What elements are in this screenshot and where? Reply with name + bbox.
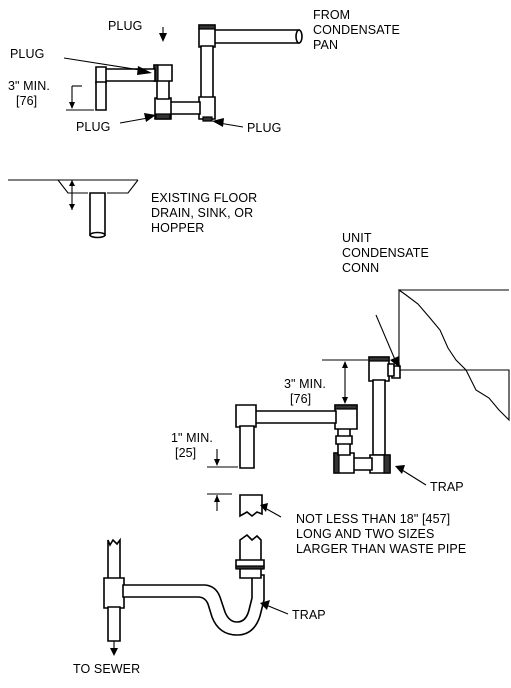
label-from-line3: PAN bbox=[313, 38, 339, 52]
label-not-less-than: NOT LESS THAN 18" [457] LONG AND TWO SIZ… bbox=[296, 512, 466, 557]
left-drop-pipe bbox=[96, 82, 106, 110]
unit-vertical bbox=[373, 380, 385, 455]
drain-left-edge bbox=[58, 180, 88, 193]
drain-dim-arrow-bottom bbox=[69, 204, 75, 210]
trap-bottom-leader bbox=[266, 605, 288, 614]
label-not-less-line1: NOT LESS THAN 18" [457] bbox=[296, 512, 451, 526]
top-plugged-piping bbox=[66, 25, 302, 121]
label-plug-top: PLUG bbox=[108, 19, 143, 33]
min-3-mid-arrow-top bbox=[342, 361, 348, 368]
receiver-pipe-top bbox=[240, 495, 262, 516]
label-from-line2: CONDENSATE bbox=[313, 23, 400, 37]
unit-housing bbox=[376, 290, 509, 420]
vertical-riser bbox=[201, 46, 213, 98]
trap-bottom-arrow bbox=[260, 600, 270, 610]
plug-left-arrow bbox=[137, 66, 152, 75]
label-min-3-mid-line1: 3" MIN. bbox=[284, 377, 326, 391]
bottom-ptrap bbox=[104, 535, 288, 656]
trap-top-plug bbox=[335, 405, 357, 409]
label-min-3-mid-line2: [76] bbox=[290, 392, 312, 406]
unit-nipple bbox=[388, 364, 394, 376]
plug-bottom-left-arrow bbox=[144, 113, 156, 122]
label-to-sewer: TO SEWER bbox=[73, 662, 141, 676]
min-3-mid-arrow-bottom bbox=[342, 397, 348, 404]
receiver-arrow bbox=[260, 503, 268, 512]
bottom-left-plug-cap bbox=[156, 114, 170, 119]
mid-left-elbow bbox=[236, 405, 256, 427]
label-not-less-line3: LARGER THAN WASTE PIPE bbox=[296, 542, 467, 556]
label-existing-floor-drain: EXISTING FLOOR DRAIN, SINK, OR HOPPER bbox=[151, 191, 257, 236]
label-unit-line3: CONN bbox=[342, 261, 380, 275]
label-trap-mid: TRAP bbox=[430, 480, 464, 494]
plug-bottom-right-arrow bbox=[212, 118, 224, 127]
unit-tee-plug bbox=[369, 357, 389, 361]
drain-dim-arrow-top bbox=[69, 180, 75, 186]
label-floor-line3: HOPPER bbox=[151, 221, 205, 235]
plug-arrows bbox=[64, 27, 243, 127]
sewer-tee bbox=[104, 578, 124, 608]
middle-trap-assembly bbox=[207, 357, 426, 485]
label-plug-left: PLUG bbox=[10, 47, 45, 61]
label-min-3-top-line2: [76] bbox=[16, 94, 38, 108]
label-trap-bottom: TRAP bbox=[292, 608, 326, 622]
drain-right-edge bbox=[107, 180, 138, 193]
ptrap-washer bbox=[236, 566, 264, 569]
plug-bottom-left-leader bbox=[120, 118, 148, 123]
trap-left-plug bbox=[334, 453, 339, 473]
trap-right-plug bbox=[384, 455, 390, 473]
plug-left-leader bbox=[64, 58, 140, 70]
receiver-leader bbox=[265, 508, 281, 517]
plug-top-arrow bbox=[159, 33, 167, 42]
ptrap-inlet-pipe bbox=[240, 535, 261, 578]
label-min-3-top: 3" MIN. [76] bbox=[8, 79, 50, 109]
unit-cabinet bbox=[399, 290, 509, 420]
label-plug-bottom-left: PLUG bbox=[76, 120, 111, 134]
label-floor-line1: EXISTING FLOOR bbox=[151, 191, 258, 205]
label-unit-line2: CONDENSATE bbox=[342, 246, 429, 260]
connecting-pipe bbox=[170, 102, 200, 114]
label-floor-line2: DRAIN, SINK, OR bbox=[151, 206, 254, 220]
top-plug-cap bbox=[199, 25, 215, 29]
pipe-from-pan bbox=[214, 30, 299, 43]
unit-conn-leader bbox=[376, 315, 396, 362]
label-not-less-line2: LONG AND TWO SIZES bbox=[296, 527, 435, 541]
existing-floor-drain bbox=[8, 180, 138, 238]
trap-mid-leader bbox=[402, 470, 426, 485]
ptrap-body bbox=[123, 575, 264, 635]
sewer-flow-arrow bbox=[110, 648, 118, 656]
mid-horizontal-pipe bbox=[254, 411, 336, 423]
bottom-right-tee bbox=[199, 97, 215, 119]
min-3-top-arrow bbox=[69, 102, 75, 109]
label-min-3-mid: 3" MIN. [76] bbox=[284, 377, 326, 407]
label-min-1-line1: 1" MIN. bbox=[171, 431, 213, 445]
label-unit-line1: UNIT bbox=[342, 231, 372, 245]
label-min-3-top-line1: 3" MIN. bbox=[8, 79, 50, 93]
receiver-pipe bbox=[207, 494, 281, 517]
min-1-arrow bbox=[214, 459, 220, 466]
trap-mid-arrow bbox=[395, 465, 405, 474]
receiver-dim-arrow bbox=[214, 495, 220, 502]
label-from-condensate-pan: FROM CONDENSATE PAN bbox=[313, 8, 400, 53]
trap-coupling bbox=[336, 436, 352, 444]
unit-conn-arrow bbox=[390, 356, 400, 368]
sewer-vertical-bottom bbox=[108, 607, 120, 641]
label-from-line1: FROM bbox=[313, 8, 351, 22]
label-min-1-line2: [25] bbox=[175, 446, 197, 460]
label-plug-bottom-right: PLUG bbox=[247, 121, 282, 135]
bottom-right-plug-cap bbox=[203, 117, 212, 121]
drain-pipe-end bbox=[90, 233, 105, 238]
label-min-1: 1" MIN. [25] bbox=[171, 431, 213, 461]
drain-tail-pipe bbox=[90, 193, 105, 235]
label-unit-condensate-conn: UNIT CONDENSATE CONN bbox=[342, 231, 429, 276]
pipe-end bbox=[296, 30, 302, 43]
mid-drop-pipe bbox=[240, 426, 254, 468]
left-elbow bbox=[96, 67, 106, 83]
